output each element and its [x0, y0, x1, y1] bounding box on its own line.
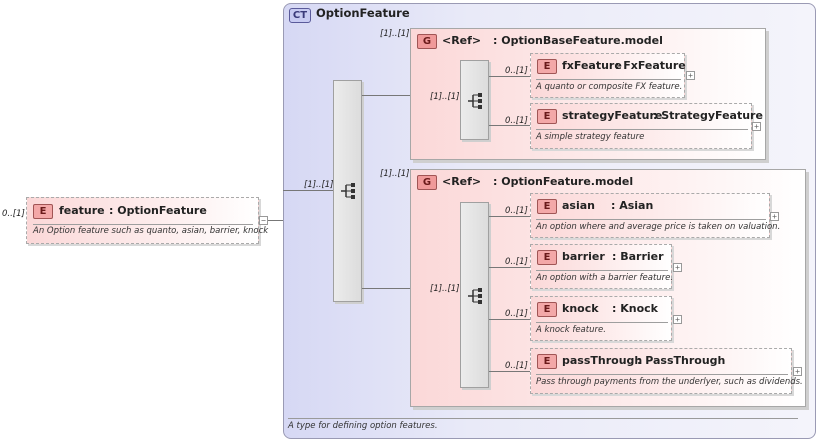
element-doc: An option with a barrier feature. [536, 273, 674, 283]
element-divider [536, 374, 788, 375]
group-ref: <Ref> [442, 34, 482, 47]
element-name: fxFeature [562, 59, 622, 72]
element-asian[interactable]: E asian : Asian An option where and aver… [530, 193, 780, 238]
element-type: : FxFeature [615, 59, 686, 72]
element-badge: E [537, 199, 557, 214]
element-multiplicity: 0..[1] [505, 257, 528, 267]
element-fx-feature[interactable]: E fxFeature : FxFeature A quanto or comp… [530, 53, 686, 98]
element-doc: Pass through payments from the underlyer… [536, 377, 803, 387]
element-name: barrier [562, 250, 605, 263]
element-type: : OptionFeature [109, 204, 207, 217]
expand-toggle[interactable]: + [673, 263, 682, 272]
element-strategy-feature[interactable]: E strategyFeature : StrategyFeature A si… [530, 103, 763, 149]
group-sequence-compositor[interactable] [460, 202, 489, 388]
outer-sequence-compositor[interactable] [333, 80, 362, 302]
element-badge: E [537, 354, 557, 369]
connector-line [489, 371, 530, 372]
element-multiplicity: 0..[1] [505, 309, 528, 319]
element-type: : Barrier [612, 250, 664, 263]
element-doc: A knock feature. [536, 325, 606, 335]
complex-type-doc: A type for defining option features. [288, 421, 438, 431]
element-type: : Asian [611, 199, 654, 212]
connector-line [268, 220, 283, 221]
element-divider [536, 219, 766, 220]
root-multiplicity: 0..[1] [2, 209, 25, 219]
group-badge: G [417, 175, 437, 190]
element-multiplicity: 0..[1] [505, 116, 528, 126]
element-divider [33, 224, 253, 225]
group-name: : OptionFeature.model [493, 175, 634, 188]
group-name: : OptionBaseFeature.model [493, 34, 663, 47]
element-multiplicity: 0..[1] [505, 361, 528, 371]
connector-line [362, 95, 410, 96]
element-type: : PassThrough [637, 354, 726, 367]
element-badge: E [33, 204, 53, 219]
element-doc: An option where and average price is tak… [536, 222, 781, 232]
sequence-icon [341, 183, 355, 199]
element-divider [536, 270, 668, 271]
group-ref: <Ref> [442, 175, 482, 188]
element-doc: A quanto or composite FX feature. [536, 82, 683, 92]
expand-toggle[interactable]: + [752, 122, 761, 131]
element-name: strategyFeature [562, 109, 663, 122]
element-pass-through[interactable]: E passThrough : PassThrough Pass through… [530, 348, 803, 394]
root-element-feature[interactable]: E feature : OptionFeature An Option feat… [26, 197, 268, 244]
expand-toggle[interactable]: + [673, 315, 682, 324]
group-sequence-compositor[interactable] [460, 60, 489, 140]
element-type: : Knock [612, 302, 658, 315]
expand-toggle[interactable]: + [793, 367, 802, 376]
element-multiplicity: 0..[1] [505, 206, 528, 216]
element-badge: E [537, 59, 557, 74]
element-name: feature [59, 204, 105, 217]
element-barrier[interactable]: E barrier : Barrier An option with a bar… [530, 244, 674, 289]
group-badge: G [417, 34, 437, 49]
sequence-multiplicity: [1]..[1] [304, 180, 334, 190]
connector-line [489, 319, 530, 320]
expand-toggle[interactable]: + [770, 212, 779, 221]
element-type: : StrategyFeature [653, 109, 763, 122]
complex-type-name: OptionFeature [316, 6, 410, 20]
connector-line [489, 125, 530, 126]
connector-line [283, 190, 333, 191]
sequence-icon [468, 288, 482, 304]
element-badge: E [537, 302, 557, 317]
element-badge: E [537, 109, 557, 124]
element-name: asian [562, 199, 595, 212]
element-knock[interactable]: E knock : Knock A knock feature. [530, 296, 672, 341]
expand-toggle[interactable]: + [686, 71, 695, 80]
element-name: passThrough [562, 354, 643, 367]
connector-line [489, 267, 530, 268]
element-divider [536, 79, 681, 80]
element-doc: A simple strategy feature [536, 132, 645, 142]
group-multiplicity: [1]..[1] [380, 169, 410, 179]
sequence-icon [468, 93, 482, 109]
connector-line [362, 288, 410, 289]
element-multiplicity: 0..[1] [505, 66, 528, 76]
sequence-multiplicity: [1]..[1] [430, 92, 460, 102]
element-divider [536, 129, 748, 130]
element-divider [536, 322, 668, 323]
doc-divider [288, 418, 798, 419]
group-multiplicity: [1]..[1] [380, 29, 410, 39]
element-badge: E [537, 250, 557, 265]
element-doc: An Option feature such as quanto, asian,… [33, 226, 269, 236]
sequence-multiplicity: [1]..[1] [430, 284, 460, 294]
connector-line [489, 216, 530, 217]
complex-type-badge: CT [289, 8, 311, 23]
element-name: knock [562, 302, 599, 315]
collapse-toggle[interactable]: − [259, 216, 268, 225]
connector-line [489, 76, 530, 77]
